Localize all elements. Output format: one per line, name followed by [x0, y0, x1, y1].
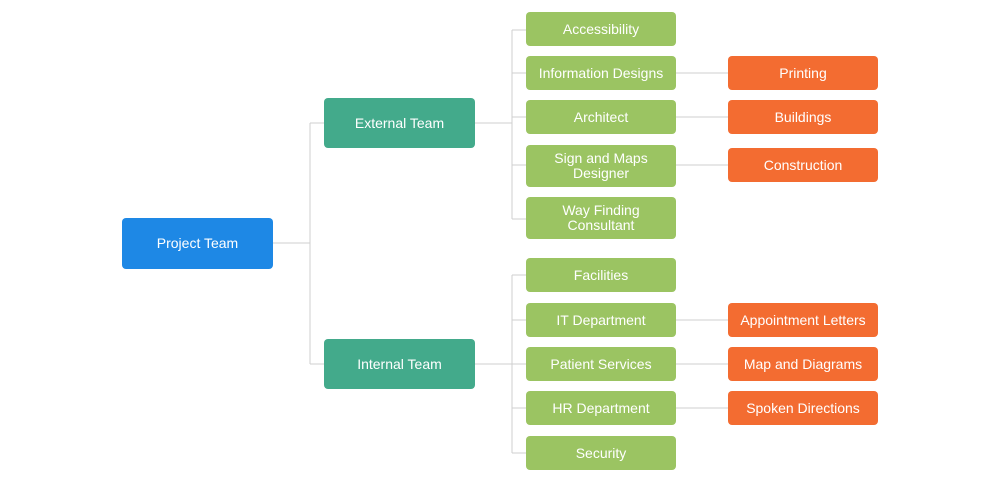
output-node-label: Spoken Directions	[746, 399, 860, 416]
member-node-it-department[interactable]: IT Department	[526, 303, 676, 337]
member-node-label: HR Department	[552, 399, 650, 416]
output-node-appointment-letters[interactable]: Appointment Letters	[728, 303, 878, 337]
member-node-label: Facilities	[573, 266, 629, 283]
connector-root-to-teams	[273, 122, 324, 365]
member-node-label: Accessibility	[562, 20, 640, 37]
member-node-label: Information Designs	[538, 64, 664, 81]
output-node-printing[interactable]: Printing	[728, 56, 878, 90]
member-node-sign-and-maps-designer[interactable]: Sign and Maps Designer	[526, 145, 676, 187]
output-node-label: Construction	[763, 156, 843, 173]
connector-internal-members	[474, 274, 526, 454]
team-node-label: Internal Team	[357, 355, 442, 372]
member-node-facilities[interactable]: Facilities	[526, 258, 676, 292]
member-node-security[interactable]: Security	[526, 436, 676, 470]
member-node-accessibility[interactable]: Accessibility	[526, 12, 676, 46]
output-node-map-and-diagrams[interactable]: Map and Diagrams	[728, 347, 878, 381]
member-node-label: Sign and Maps Designer	[554, 150, 648, 181]
output-node-label: Buildings	[774, 108, 832, 125]
output-node-buildings[interactable]: Buildings	[728, 100, 878, 134]
output-node-spoken-directions[interactable]: Spoken Directions	[728, 391, 878, 425]
member-node-label: Architect	[573, 108, 629, 125]
output-node-label: Appointment Letters	[740, 311, 866, 328]
member-node-label: Security	[575, 444, 627, 461]
member-node-hr-department[interactable]: HR Department	[526, 391, 676, 425]
team-node-label: External Team	[354, 114, 445, 131]
output-node-construction[interactable]: Construction	[728, 148, 878, 182]
member-node-label: Patient Services	[550, 355, 652, 372]
member-node-architect[interactable]: Architect	[526, 100, 676, 134]
connector-outputs	[676, 72, 728, 409]
member-node-information-designs[interactable]: Information Designs	[526, 56, 676, 90]
team-node-internal[interactable]: Internal Team	[324, 339, 475, 389]
member-node-label: Way Finding Consultant	[562, 202, 640, 233]
connector-external-members	[474, 29, 526, 220]
root-node-project-team[interactable]: Project Team	[122, 218, 273, 269]
member-node-label: IT Department	[556, 311, 646, 328]
output-node-label: Map and Diagrams	[743, 355, 863, 372]
output-node-label: Printing	[779, 64, 827, 81]
member-node-way-finding-consultant[interactable]: Way Finding Consultant	[526, 197, 676, 239]
member-node-patient-services[interactable]: Patient Services	[526, 347, 676, 381]
root-node-label: Project Team	[156, 235, 239, 251]
team-node-external[interactable]: External Team	[324, 98, 475, 148]
